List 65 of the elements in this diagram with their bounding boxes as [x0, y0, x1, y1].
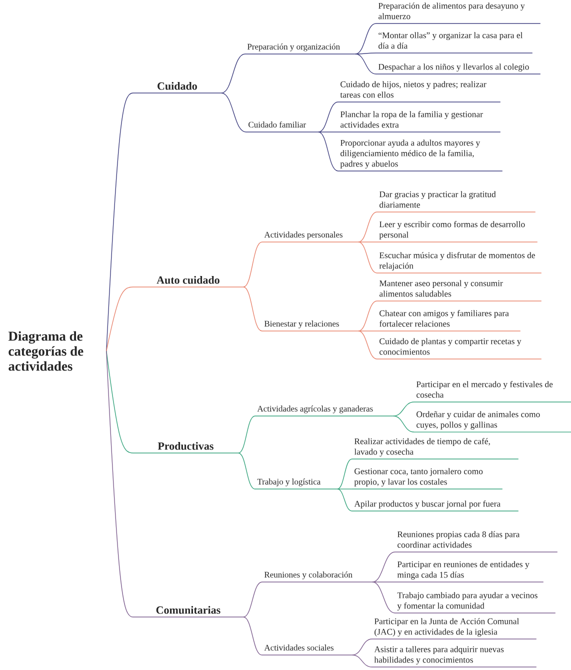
subcategory-label: Trabajo y logística — [254, 478, 338, 490]
activity-label: Escuchar música y disfrutar de momentos de relajación — [376, 252, 542, 274]
branch-line — [106, 92, 134, 352]
category-label: Comunitarias — [132, 606, 244, 618]
branch-line — [243, 286, 262, 332]
subcategory-label: Cuidado familiar — [246, 121, 319, 132]
category-label: Cuidado — [132, 82, 222, 94]
category-label: Productivas — [132, 442, 239, 454]
branch-line — [243, 242, 262, 288]
branch-line — [106, 286, 134, 352]
branch-line — [393, 402, 414, 416]
branch-line — [355, 23, 376, 54]
activity-label: Planchar la ropa de la familia y gestionar actividades extra — [338, 111, 501, 132]
root-topic: Diagrama de categorías de actividades — [8, 331, 84, 371]
branch-line — [243, 582, 262, 618]
activity-label: Asistir a talleres para adquirir nuevas habilidades y conocimientos — [372, 646, 537, 668]
branch-line — [352, 654, 372, 668]
branch-line — [358, 242, 378, 274]
activity-label: Dar gracias y practicar la gratitud diariamente — [376, 191, 536, 212]
branch-line — [358, 300, 378, 332]
branch-line — [106, 350, 134, 618]
activity-label: Participar en reuniones de entidades y minga cada 15 días — [394, 561, 544, 582]
branch-line — [238, 416, 256, 454]
activity-label: Cuidado de plantas y compartir recetas y conocimientos — [376, 338, 542, 360]
subcategory-label: Preparación y organización — [244, 44, 356, 54]
activity-label: Trabajo cambiado para ayudar a vecinos y fomentar la comunidad — [394, 592, 556, 614]
branch-line — [221, 92, 246, 132]
activity-label: Apilar productos y buscar jornal por fuera — [352, 500, 519, 512]
activity-label: “Montar ollas” y organizar la casa para el día a día — [376, 32, 533, 54]
activity-label: Cuidado de hijos, nietos y padres; realizar tareas con ellos — [338, 81, 501, 102]
branch-line — [238, 452, 256, 490]
activity-label: Mantener aseo personal y consumir alimentos saludables — [376, 280, 542, 302]
branch-line — [318, 132, 338, 172]
branch-line — [337, 458, 352, 490]
subcategory-label: Actividades sociales — [262, 644, 353, 656]
branch-line — [358, 212, 378, 242]
subcategory-label: Actividades personales — [262, 232, 359, 242]
branch-line — [358, 330, 378, 360]
branch-line — [393, 416, 414, 432]
branch-line — [221, 54, 246, 94]
category-label: Auto cuidado — [132, 276, 244, 288]
activity-label: Ordeñar y cuidar de animales como cuyes, pollos y gallinas — [414, 411, 571, 432]
activity-label: Participar en la Junta de Acción Comunal (JAC) y en actividades de la iglesia — [372, 618, 537, 640]
branch-line — [318, 102, 338, 132]
activity-label: Proporcionar ayuda a adultos mayores y diligenciamiento médico de la familia, padres y abuelos — [338, 140, 503, 172]
branch-line — [358, 330, 378, 332]
activity-label: Gestionar coca, tanto jornalero como propio, y lavar los costales — [352, 468, 503, 490]
branch-line — [337, 488, 352, 512]
branch-line — [355, 54, 376, 74]
branch-line — [243, 616, 262, 656]
activity-label: Chatear con amigos y familiares para fortalecer relaciones — [376, 310, 521, 332]
subcategory-label: Bienestar y relaciones — [262, 320, 359, 332]
subcategory-label: Actividades agrícolas y ganaderas — [254, 406, 394, 416]
subcategory-label: Reuniones y colaboración — [262, 572, 373, 582]
branch-line — [352, 638, 372, 656]
activity-label: Reuniones propias cada 8 días para coordinar actividades — [394, 531, 558, 552]
activity-label: Participar en el mercado y festivales de cosecha — [414, 381, 571, 402]
activity-label: Realizar actividades de tiempo de café, lavado y cosecha — [352, 438, 519, 460]
branch-line — [337, 488, 352, 490]
activity-label: Leer y escribir como formas de desarrollo personal — [376, 221, 538, 242]
branch-line — [355, 52, 376, 54]
activity-label: Preparación de alimentos para desayuno y almuerzo — [376, 2, 541, 24]
branch-line — [372, 582, 396, 614]
branch-line — [372, 552, 396, 582]
activity-label: Despachar a los niños y llevarlos al colegio — [376, 64, 541, 74]
